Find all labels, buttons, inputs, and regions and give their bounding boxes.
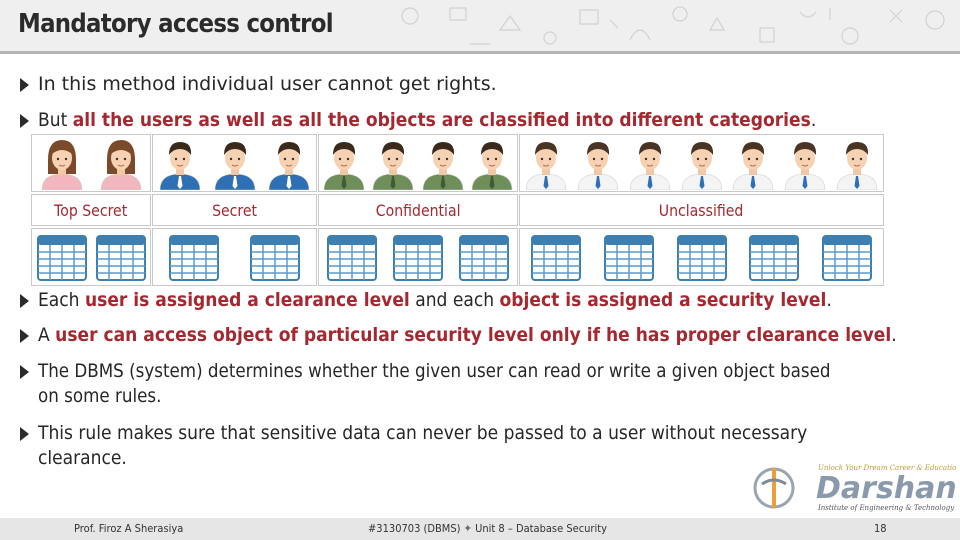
bullet-segment: Each [38, 289, 85, 311]
user-avatar-icon [730, 138, 776, 191]
label-secret: Secret [152, 194, 317, 226]
category-label: Confidential [375, 200, 461, 220]
user-avatar-icon [679, 138, 725, 191]
darshan-logo: Unlock Your Dream Career & Education Dar… [753, 464, 956, 512]
bullet-highlight: all the users as well as all the objects… [72, 109, 811, 131]
user-avatar-icon [782, 138, 828, 191]
bullet-5: The DBMS (system) determines whether the… [20, 359, 940, 411]
bullet-segment: . [891, 324, 897, 346]
bullet-2: But all the users as well as all the obj… [20, 108, 940, 133]
bullet-line: The DBMS (system) determines whether the… [38, 360, 831, 382]
user-avatar-icon [39, 138, 85, 191]
footer-course-code: #3130703 (DBMS) [368, 522, 461, 535]
database-table-icon [393, 235, 443, 281]
objects-secret [152, 228, 317, 286]
logo-subtitle: Institute of Engineering & Technology [817, 504, 955, 512]
bullet-text: But all the users as well as all the obj… [38, 108, 816, 133]
category-label: Unclassified [659, 200, 744, 220]
bullet-arrow-icon [20, 294, 29, 308]
user-avatar-icon [98, 138, 144, 191]
label-top-secret: Top Secret [31, 194, 151, 226]
database-table-icon [459, 235, 509, 281]
user-avatar-icon [266, 138, 312, 191]
footer-bar [0, 518, 960, 540]
bullet-text: In this method individual user cannot ge… [38, 72, 497, 97]
users-unclassified [519, 134, 884, 192]
database-table-icon [603, 235, 654, 281]
database-table-icon [95, 235, 146, 281]
bullet-line: clearance. [38, 447, 127, 469]
database-table-icon [749, 235, 800, 281]
slide-title: Mandatory access control [18, 9, 334, 39]
bullet-arrow-icon [20, 427, 29, 441]
database-table-icon [250, 235, 301, 281]
footer-author: Prof. Firoz A Sherasiya [74, 522, 184, 535]
user-avatar-icon [575, 138, 621, 191]
user-avatar-icon [523, 138, 569, 191]
database-table-icon [168, 235, 219, 281]
footer-unit: Unit 8 – Database Security [475, 522, 607, 535]
bullet-arrow-icon [20, 365, 29, 379]
title-bar: Mandatory access control [0, 0, 960, 54]
bullet-segment: . [810, 109, 817, 131]
user-avatar-icon [370, 138, 416, 191]
objects-unclassified [519, 228, 884, 286]
bullet-segment: . [826, 289, 832, 311]
classification-matrix: Top Secret Secret Confidential Unclassif… [31, 134, 884, 286]
users-confidential [318, 134, 518, 192]
bullet-segment: But [38, 109, 73, 131]
bullet-arrow-icon [20, 78, 29, 92]
bullet-segment: and each [409, 289, 500, 311]
user-avatar-icon [321, 138, 367, 191]
logo-name: Darshan [816, 471, 956, 506]
users-secret [152, 134, 317, 192]
users-top-secret [31, 134, 151, 192]
footer-course: #3130703 (DBMS) ✦ Unit 8 – Database Secu… [368, 522, 607, 535]
database-table-icon [36, 235, 87, 281]
label-unclassified: Unclassified [519, 194, 884, 226]
bullet-arrow-icon [20, 114, 29, 128]
objects-top-secret [31, 228, 151, 286]
objects-confidential [318, 228, 518, 286]
database-table-icon [676, 235, 727, 281]
bullet-line: on some rules. [38, 385, 162, 407]
user-avatar-icon [469, 138, 515, 191]
bullet-segment: A [38, 324, 56, 346]
user-avatar-icon [212, 138, 258, 191]
label-confidential: Confidential [318, 194, 518, 226]
category-label: Top Secret [54, 200, 128, 220]
logo-tagline: Unlock Your Dream Career & Education [818, 464, 956, 472]
bullet-text: A user can access object of particular s… [38, 323, 897, 348]
user-avatar-icon [157, 138, 203, 191]
bullet-segment: In this method individual user cannot ge… [38, 73, 497, 95]
bullet-highlight: user is assigned a clearance level [84, 289, 410, 311]
page-number: 18 [874, 522, 887, 535]
bullet-highlight: user can access object of particular sec… [55, 324, 892, 346]
bullet-text: This rule makes sure that sensitive data… [38, 421, 807, 471]
user-avatar-icon [420, 138, 466, 191]
database-table-icon [821, 235, 872, 281]
database-table-icon [531, 235, 582, 281]
bullet-3: Each user is assigned a clearance level … [20, 288, 940, 313]
bullet-arrow-icon [20, 329, 29, 343]
bullet-text: Each user is assigned a clearance level … [38, 288, 832, 313]
user-avatar-icon [627, 138, 673, 191]
bullet-text: The DBMS (system) determines whether the… [38, 359, 830, 409]
bullet-1: In this method individual user cannot ge… [20, 72, 940, 97]
bullet-line: This rule makes sure that sensitive data… [38, 422, 808, 444]
darshan-logo-icon [753, 467, 795, 509]
footer-separator-icon: ✦ [463, 522, 472, 535]
bullet-highlight: object is assigned a security level [499, 289, 827, 311]
user-avatar-icon [834, 138, 880, 191]
bullet-6: This rule makes sure that sensitive data… [20, 421, 940, 473]
doodle-background [401, 6, 945, 45]
bullet-4: A user can access object of particular s… [20, 323, 940, 348]
database-table-icon [327, 235, 377, 281]
category-label: Secret [211, 200, 257, 220]
